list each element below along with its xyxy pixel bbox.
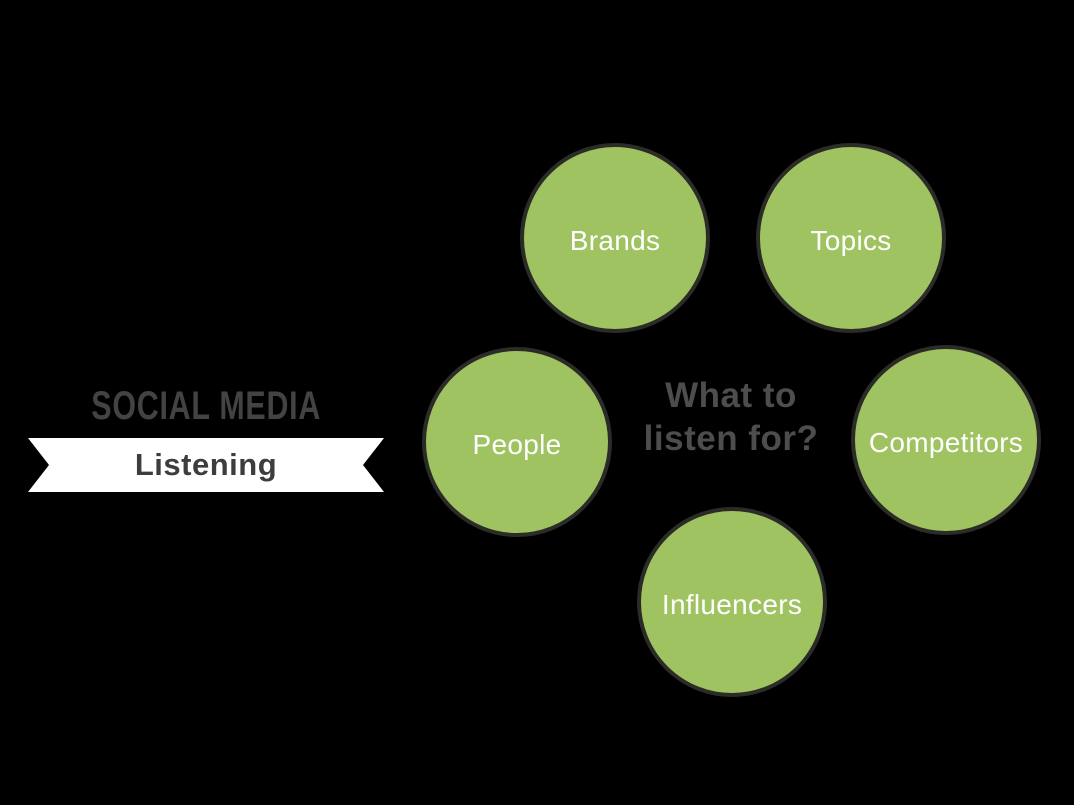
circle-influencers-label: Influencers (661, 589, 803, 620)
circle-topics-label: Topics (810, 225, 892, 256)
center-question: What to listen for? (581, 374, 881, 460)
circle-influencers: Influencers (637, 507, 827, 697)
circle-brands: Brands (520, 143, 710, 333)
circle-competitors: Competitors (851, 345, 1041, 535)
circle-competitors-label: Competitors (868, 427, 1024, 458)
center-question-line1: What to (665, 376, 797, 415)
circle-brands-label: Brands (569, 225, 661, 256)
kicker-heading-text: SOCIAL MEDIA (91, 384, 321, 428)
title-ribbon: Listening (28, 438, 384, 492)
circle-people: People (422, 347, 612, 537)
title-ribbon-label: Listening (134, 446, 278, 482)
circle-people-label: People (472, 429, 562, 460)
center-question-line2: listen for? (643, 419, 819, 458)
circle-topics: Topics (756, 143, 946, 333)
kicker-heading: SOCIAL MEDIA (6, 384, 406, 428)
